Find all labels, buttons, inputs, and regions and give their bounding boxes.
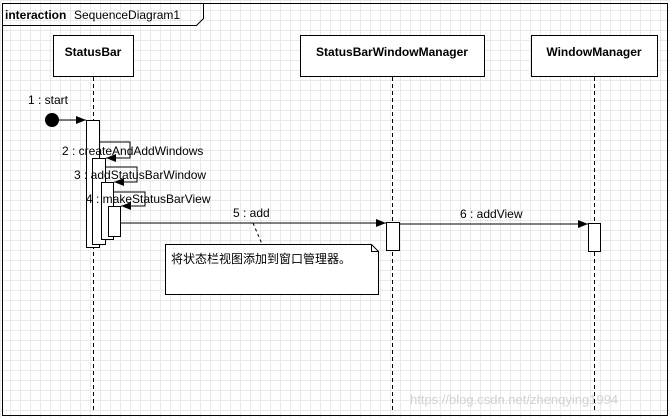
lifeline-windowmanager[interactable]: WindowManager [531,35,658,411]
message-label-4: 4 : makeStatusBarView [86,192,211,206]
message-arrow-2[interactable] [100,141,131,162]
message-label-2: 2 : createAndAddWindows [62,144,203,158]
lifeline-head-statusbar[interactable] [53,35,134,77]
lifeline-statusbarwindowmanager[interactable]: StatusBarWindowManager [300,35,485,411]
message-label-1: 1 : start [28,93,69,107]
lifeline-statusbar[interactable]: StatusBar [53,35,134,411]
message-label-5: 5 : add [233,206,270,220]
watermark-text: https://blog.csdn.net/zhenqying1994 [410,392,618,407]
note-text: 将状态栏视图添加到窗口管理器。 [171,251,351,266]
lifeline-label-statusbarwindowmanager: StatusBarWindowManager [316,45,468,59]
note-box[interactable] [165,244,379,295]
lifeline-label-windowmanager: WindowManager [546,45,642,59]
frame-label-tab [2,3,204,26]
frame-keyword: interaction [5,8,66,22]
activation-windowmanager[interactable] [588,223,601,252]
note-anchor-line [252,222,263,245]
lifeline-head-windowmanager[interactable] [531,35,658,77]
activation-statusbarwindowmanager[interactable] [386,222,400,251]
frame-border [2,3,668,416]
lifeline-label-statusbar: StatusBar [65,45,122,59]
note-fold [371,244,379,252]
message-arrow-4[interactable] [114,191,146,210]
message-label-3: 3 : addStatusBarWindow [74,168,206,182]
lifeline-head-statusbarwindowmanager[interactable] [300,35,485,77]
message-arrow-3[interactable] [106,166,138,186]
message-label-6: 6 : addView [460,207,523,221]
activation-statusbar-4[interactable] [108,206,121,237]
frame-title: SequenceDiagram1 [74,8,180,22]
